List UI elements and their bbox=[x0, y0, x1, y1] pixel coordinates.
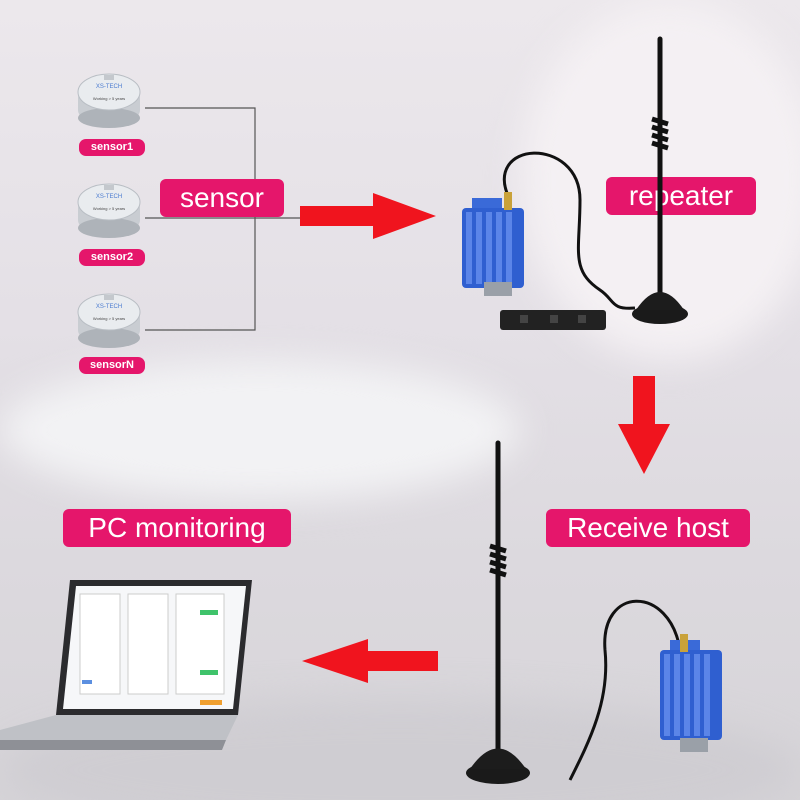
sensor-device-n: XS-TECH Working > 5 years bbox=[76, 290, 142, 350]
sensor-device-1: XS-TECH Working > 5 years bbox=[76, 70, 142, 130]
sensor-face-text: XS-TECH bbox=[76, 194, 142, 200]
laptop-icon bbox=[0, 580, 260, 760]
sensor-face-sub: Working > 5 years bbox=[76, 316, 142, 321]
sensor-face-sub: Working > 5 years bbox=[76, 96, 142, 101]
sensor-label-1: sensor1 bbox=[79, 139, 145, 156]
arrow-right-icon bbox=[298, 190, 438, 250]
sensor-face-text: XS-TECH bbox=[76, 304, 142, 310]
sensor-group-label: sensor bbox=[160, 179, 284, 217]
sensor-face-text: XS-TECH bbox=[76, 84, 142, 90]
arrow-down-icon bbox=[615, 374, 675, 484]
radio-module-icon bbox=[660, 640, 740, 760]
radio-module-icon bbox=[462, 198, 542, 298]
antenna-icon bbox=[458, 438, 548, 788]
sensor-face-sub: Working > 5 years bbox=[76, 206, 142, 211]
sensor-device-2: XS-TECH Working > 5 years bbox=[76, 180, 142, 240]
pc-monitoring-label: PC monitoring bbox=[63, 509, 291, 547]
sensor-label-n: sensorN bbox=[79, 357, 145, 374]
receive-host-label: Receive host bbox=[546, 509, 750, 547]
sensor-label-2: sensor2 bbox=[79, 249, 145, 266]
power-strip-icon bbox=[500, 305, 610, 335]
arrow-left-icon bbox=[298, 636, 443, 696]
